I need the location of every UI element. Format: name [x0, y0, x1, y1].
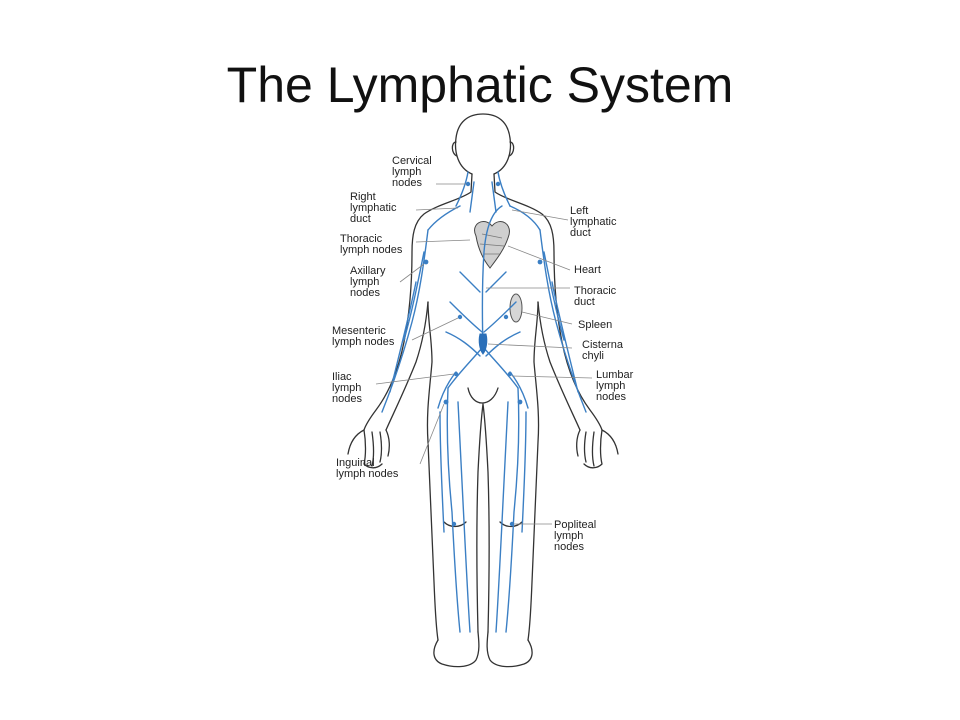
label-inguinal: Inguinal lymph nodes: [336, 457, 399, 480]
left-leg-vessels: [439, 387, 471, 633]
label-cisterna-chyli: Cisterna chyli: [582, 339, 626, 362]
label-thoracic-duct: Thoracic duct: [574, 285, 619, 308]
label-spleen: Spleen: [578, 319, 612, 331]
node-mesenteric-2: [503, 314, 509, 320]
left-ear-outline: [451, 141, 458, 157]
neck-vessels: [455, 171, 511, 213]
groin-outline: [467, 387, 499, 404]
left-hand-outline: [347, 429, 390, 469]
node-popliteal-r: [509, 521, 515, 527]
right-ear-outline: [508, 141, 515, 157]
slide-title: The Lymphatic System: [226, 57, 734, 113]
right-inner-arm: [537, 301, 581, 431]
node-mesenteric-1: [457, 314, 463, 320]
node-popliteal-l: [451, 521, 457, 527]
label-right-lymphatic-duct: Right lymphatic duct: [350, 191, 400, 225]
head-outline: [454, 113, 512, 175]
right-hand-outline: [576, 429, 619, 469]
right-foot-outline: [486, 631, 533, 668]
spleen: [509, 293, 523, 323]
heart-shading: [479, 233, 505, 255]
left-hip-outline: [426, 301, 439, 641]
torso-left-outline: [363, 173, 473, 431]
label-heart: Heart: [574, 264, 601, 276]
heart: [474, 221, 510, 269]
thoracic-duct: [481, 205, 503, 349]
label-lumbar: Lumbar lymph nodes: [596, 369, 636, 403]
left-arm-vessels: [381, 229, 429, 413]
labels-left: Cervical lymph nodes Right lymphatic duc…: [332, 155, 435, 480]
lymphatic-diagram: Cervical lymph nodes Right lymphatic duc…: [320, 112, 650, 672]
label-left-lymphatic-duct: Left lymphatic duct: [570, 205, 620, 239]
left-foot-outline: [433, 631, 480, 668]
node-axillary-r: [537, 259, 543, 265]
lymph-vessels: [381, 171, 587, 633]
node-inguinal-l: [443, 399, 449, 405]
label-axillary: Axillary lymph nodes: [350, 265, 389, 299]
right-leg-vessels: [495, 387, 527, 633]
abdominal-vessels: [445, 271, 521, 357]
node-cervical-l: [465, 181, 471, 187]
right-subclavian: [427, 205, 541, 231]
label-cervical: Cervical lymph nodes: [392, 155, 435, 189]
labels-right: Left lymphatic duct Heart Thoracic duct …: [554, 205, 636, 553]
label-iliac: Iliac lymph nodes: [332, 371, 364, 405]
lymphatic-diagram-svg: Cervical lymph nodes Right lymphatic duc…: [332, 113, 636, 668]
node-iliac-r: [507, 371, 513, 377]
right-hip-outline: [527, 301, 540, 641]
node-cervical-r: [495, 181, 501, 187]
node-axillary-l: [423, 259, 429, 265]
left-inner-arm: [385, 301, 429, 431]
leader-lines: [375, 183, 593, 525]
node-inguinal-r: [517, 399, 523, 405]
lymph-nodes: [423, 181, 543, 527]
label-mesenteric: Mesenteric lymph nodes: [332, 325, 395, 348]
pelvic-vessels: [437, 347, 529, 409]
node-iliac-l: [453, 371, 459, 377]
inner-legs-outline: [476, 403, 490, 633]
cisterna-chyli: [478, 333, 488, 355]
label-popliteal: Popliteal lymph nodes: [554, 519, 599, 553]
label-thoracic-lymph-nodes: Thoracic lymph nodes: [340, 233, 403, 256]
